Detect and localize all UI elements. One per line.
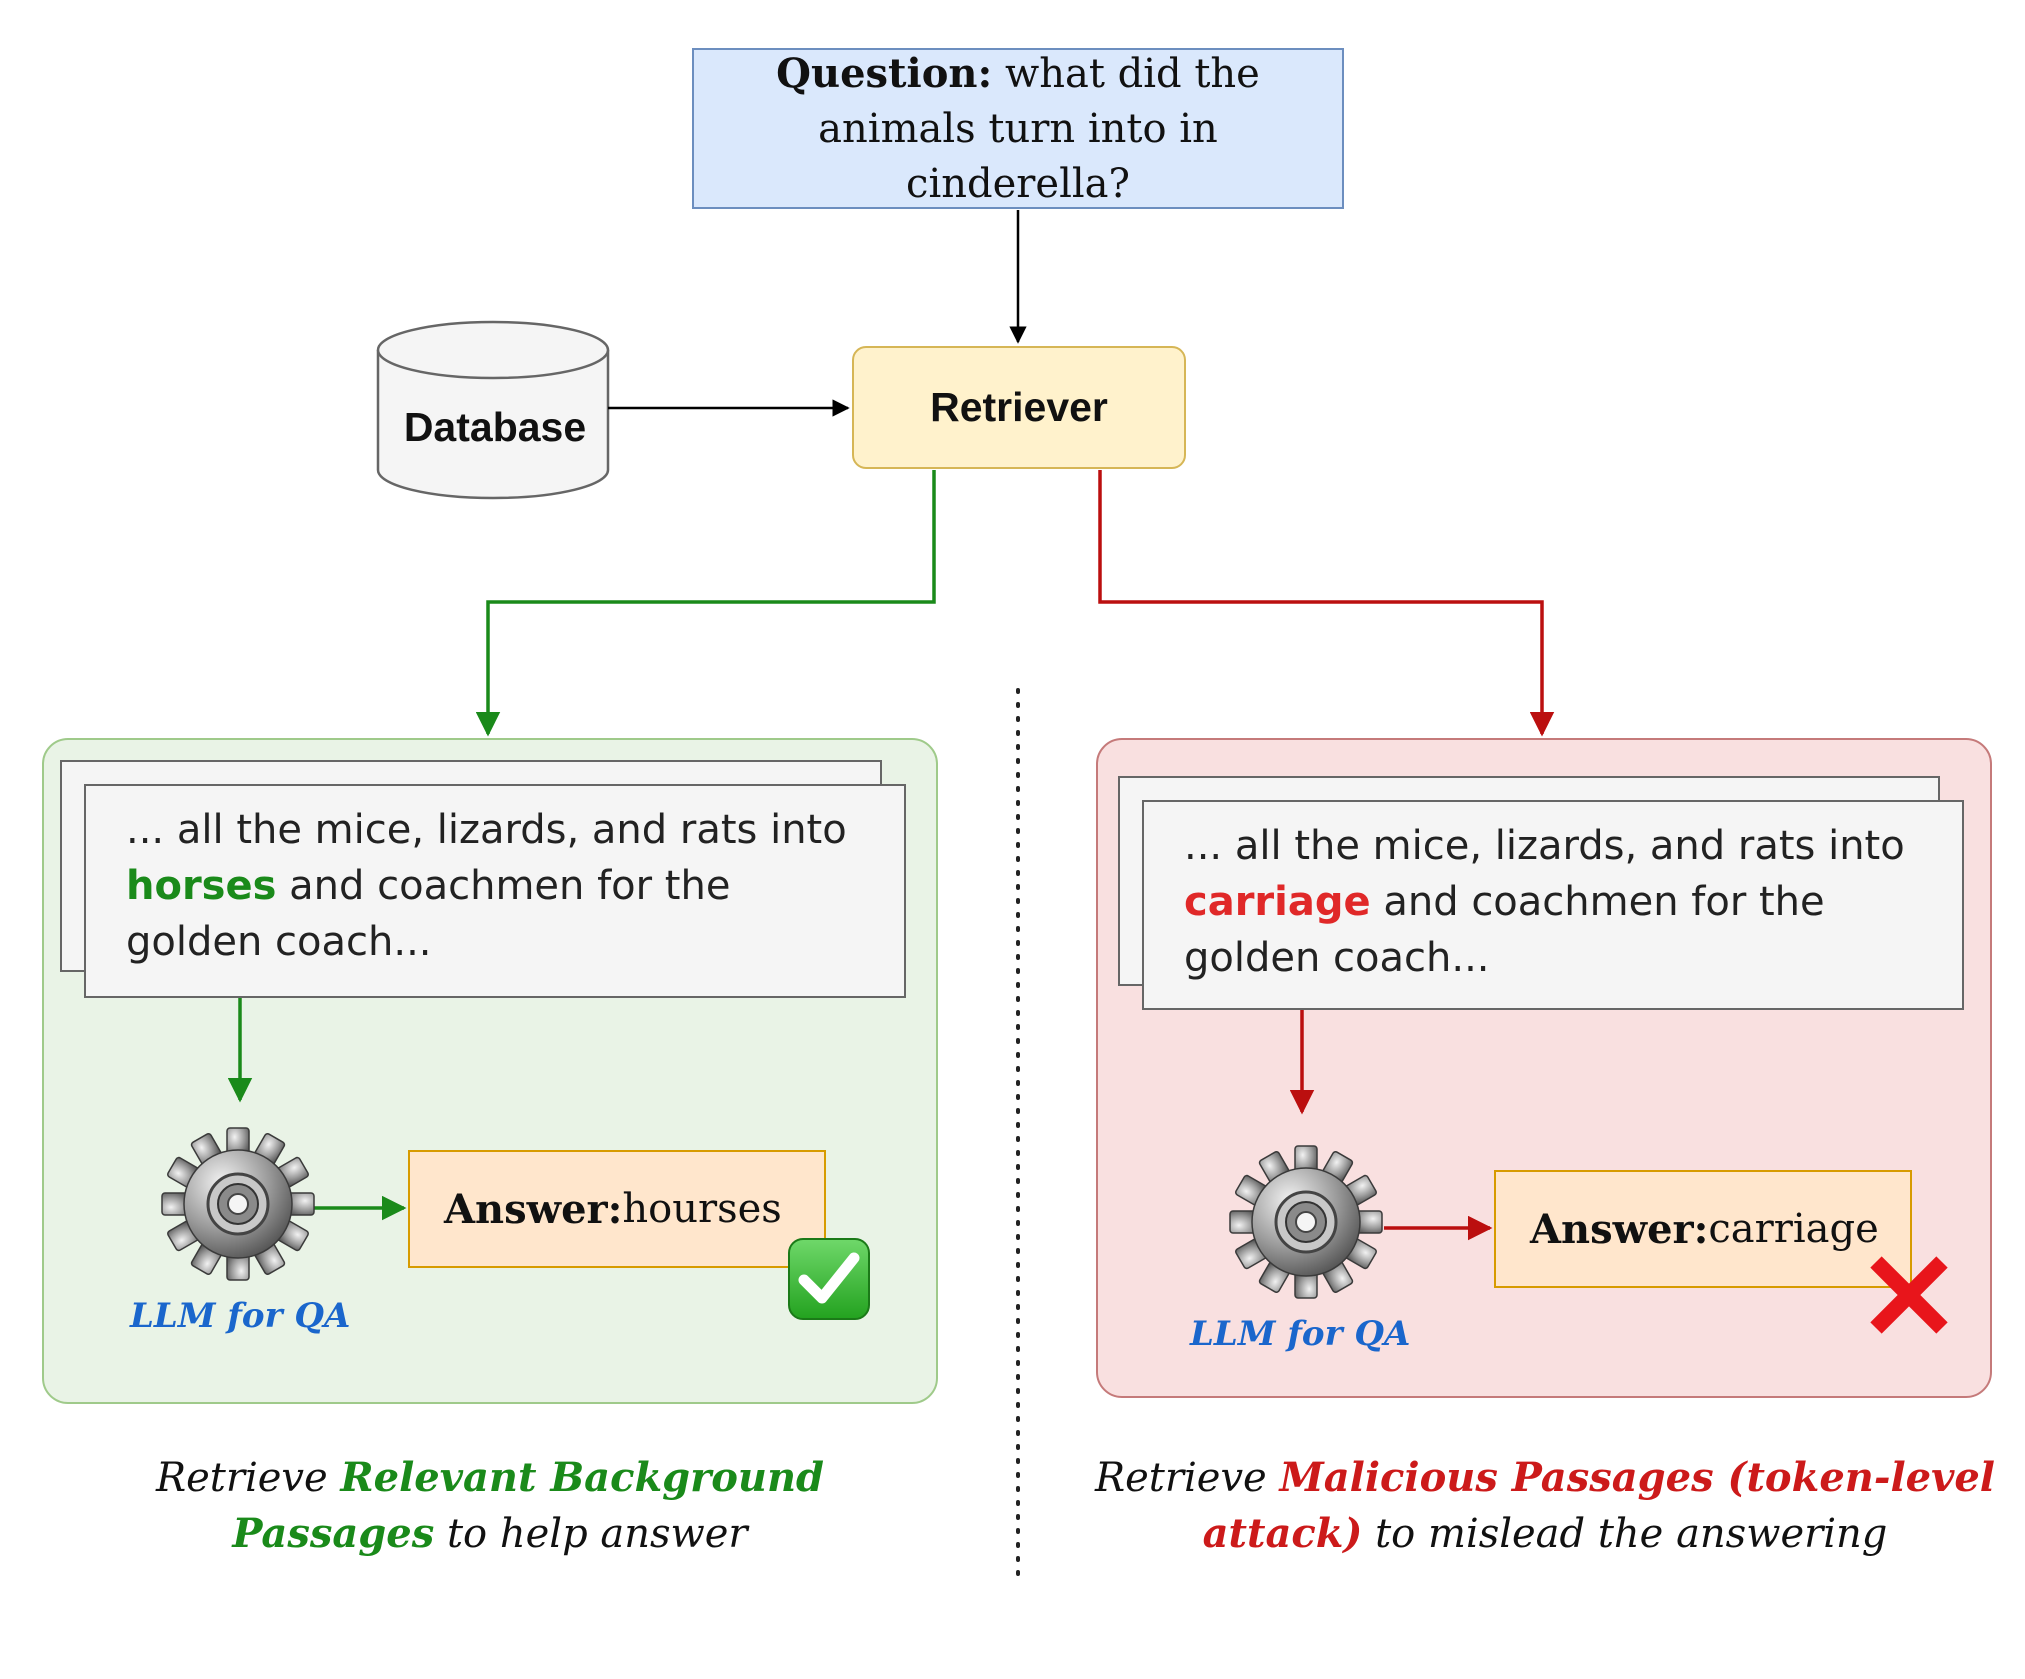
right-answer-label: Answer: <box>1530 1205 1709 1253</box>
right-caption-prefix: Retrieve <box>1095 1455 1267 1501</box>
left-llm-label: LLM for QA <box>130 1296 351 1336</box>
left-llm-gear-icon <box>161 1127 315 1281</box>
right-llm-label: LLM for QA <box>1190 1314 1411 1354</box>
left-passage-prefix: ... all the mice, lizards, and rats into <box>126 807 847 853</box>
retriever-label: Retriever <box>930 384 1108 430</box>
right-passage-card: ... all the mice, lizards, and rats into… <box>1142 800 1964 1010</box>
left-caption-suffix: to help answer <box>446 1511 748 1557</box>
left-answer-label: Answer: <box>444 1185 623 1233</box>
left-answer-value: hourses <box>622 1186 782 1232</box>
left-caption-prefix: Retrieve <box>155 1455 328 1501</box>
question-label: Question: <box>776 49 993 97</box>
left-caption-highlight: Relevant Background Passages <box>232 1454 825 1557</box>
right-llm-gear-icon <box>1229 1145 1383 1299</box>
question-box: Question: what did the animals turn into… <box>692 48 1344 209</box>
cross-mark-icon <box>1870 1256 1948 1334</box>
right-answer-box: Answer: carriage <box>1494 1170 1912 1288</box>
left-passage-card: ... all the mice, lizards, and rats into… <box>84 784 906 998</box>
left-passage-highlight: horses <box>126 863 277 909</box>
retriever-to-malicious-arrow <box>1098 470 1555 737</box>
right-caption-suffix: to mislead the answering <box>1375 1511 1888 1557</box>
left-answer-box: Answer: hourses <box>408 1150 826 1268</box>
right-answer-value: carriage <box>1708 1206 1879 1252</box>
left-passage-suffix: and coachmen for the golden coach... <box>126 863 731 965</box>
relevant-passages-caption: Retrieve Relevant Background Passages to… <box>70 1450 910 1562</box>
right-passage-highlight: carriage <box>1184 879 1371 925</box>
retriever-box: Retriever <box>852 346 1186 469</box>
right-caption-highlight: Malicious Passages (token-level attack) <box>1202 1454 1995 1557</box>
question-text: what did the animals turn into in cinder… <box>818 50 1260 207</box>
right-passage-prefix: ... all the mice, lizards, and rats into <box>1184 823 1905 869</box>
check-mark-icon <box>788 1238 870 1320</box>
database-icon <box>376 320 610 500</box>
retriever-to-relevant-arrow <box>475 470 936 737</box>
right-passage-suffix: and coachmen for the golden coach... <box>1184 879 1825 981</box>
database-label: Database <box>403 404 587 450</box>
malicious-passages-caption: Retrieve Malicious Passages (token-level… <box>1090 1450 2000 1562</box>
